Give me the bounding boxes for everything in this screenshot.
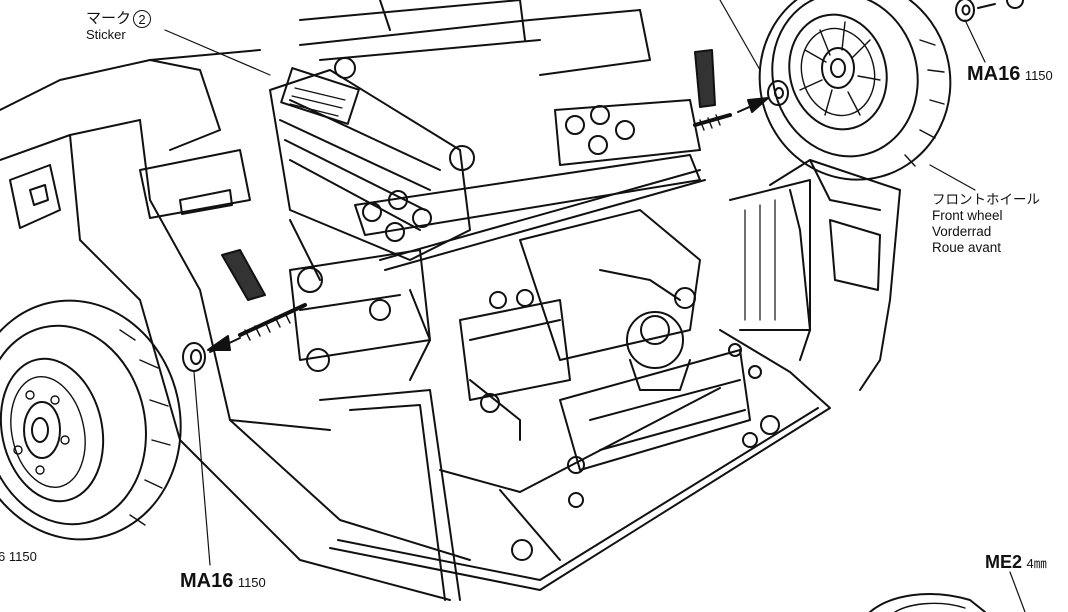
ma16-bottom-num: 1150 xyxy=(237,575,266,590)
left-screw xyxy=(221,249,307,341)
front-right-wheel xyxy=(758,0,952,181)
center-drivetrain xyxy=(459,209,780,561)
ma16-top-code: MA16 xyxy=(967,63,1021,85)
front-wheel-label: フロントホイール Front wheel Vorderrad Roue avan… xyxy=(932,192,1040,256)
top-right-washer xyxy=(955,0,1024,22)
leader-lines xyxy=(164,0,1026,612)
ma16-left-edge-label: 6 1150 xyxy=(0,549,37,564)
chassis-base-plate xyxy=(329,329,831,591)
top-frame xyxy=(299,0,651,76)
right-fender xyxy=(729,159,901,391)
sticker-label-jp: マーク xyxy=(86,10,132,28)
left-suspension xyxy=(289,219,431,381)
ma16-bottom-code: MA16 xyxy=(180,570,234,592)
left-body-frame xyxy=(0,49,471,601)
left-arrow xyxy=(207,335,241,353)
me2-label: ME2 4㎜ xyxy=(985,552,1047,573)
front-wheel-fr: Roue avant xyxy=(932,240,1002,255)
ma16-top-label: MA16 1150 xyxy=(967,63,1053,85)
me2-size: 4㎜ xyxy=(1026,556,1047,571)
ma16-top-num: 1150 xyxy=(1024,68,1053,83)
engine-block xyxy=(269,57,475,261)
steering-assembly xyxy=(354,99,706,271)
left-washer xyxy=(182,342,206,372)
front-wheel-en: Front wheel xyxy=(932,208,1003,223)
front-wheel-jp: フロントホイール xyxy=(932,192,1040,207)
right-screw xyxy=(693,49,732,131)
me2-code: ME2 xyxy=(985,552,1023,572)
front-wheel-de: Vorderrad xyxy=(932,224,992,239)
ma16-left-edge-num: 6 1150 xyxy=(0,549,37,564)
ma16-bottom-label: MA16 1150 xyxy=(180,570,266,592)
right-washer xyxy=(767,80,789,106)
left-wheel xyxy=(0,299,182,541)
sticker-number: 2 xyxy=(133,10,152,28)
rear-right-wheel-partial xyxy=(869,593,986,612)
sticker-label-en: Sticker xyxy=(86,27,126,42)
right-arrow xyxy=(737,97,769,113)
